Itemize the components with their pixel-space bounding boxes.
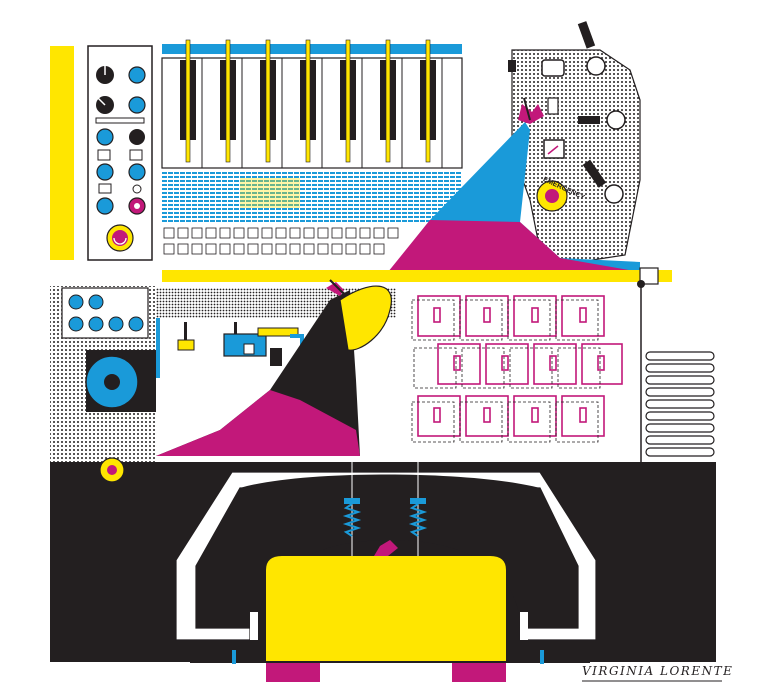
cyan-striped-band [162, 172, 462, 222]
cyan-button [128, 96, 146, 114]
yellow-needles [185, 39, 431, 163]
vent-grille [645, 351, 715, 457]
yellow-pulley [99, 457, 125, 483]
keyboard-section [161, 39, 463, 255]
control-panel [87, 45, 153, 261]
thread-cone-middle [156, 279, 392, 456]
knob-icon [96, 96, 114, 114]
spring-clamp-icon [408, 462, 428, 556]
cyan-button [96, 128, 114, 146]
pattern-cards [406, 286, 634, 462]
button-grid [68, 294, 144, 332]
small-switch-row [163, 227, 399, 255]
black-button [129, 129, 145, 145]
cyan-button [128, 163, 146, 181]
spring-clamp-icon [342, 462, 362, 556]
gauge-icon [543, 139, 565, 159]
machine-head: EMERGENCY [508, 21, 641, 266]
thread-cone-top [388, 97, 640, 272]
signature-text: VIRGINIA LORENTE [582, 664, 734, 678]
artist-signature: VIRGINIA LORENTE [582, 664, 732, 690]
tape-reel-icon [85, 350, 156, 412]
emergency-stop-icon [106, 224, 134, 252]
cyan-button [96, 163, 114, 181]
knob-icon [96, 66, 114, 84]
yellow-side-bar [50, 46, 74, 260]
yellow-beam [162, 270, 672, 282]
signature-underline [582, 680, 722, 682]
cyan-button [128, 66, 146, 84]
yellow-carriage [266, 540, 506, 682]
cyan-button [96, 197, 114, 215]
